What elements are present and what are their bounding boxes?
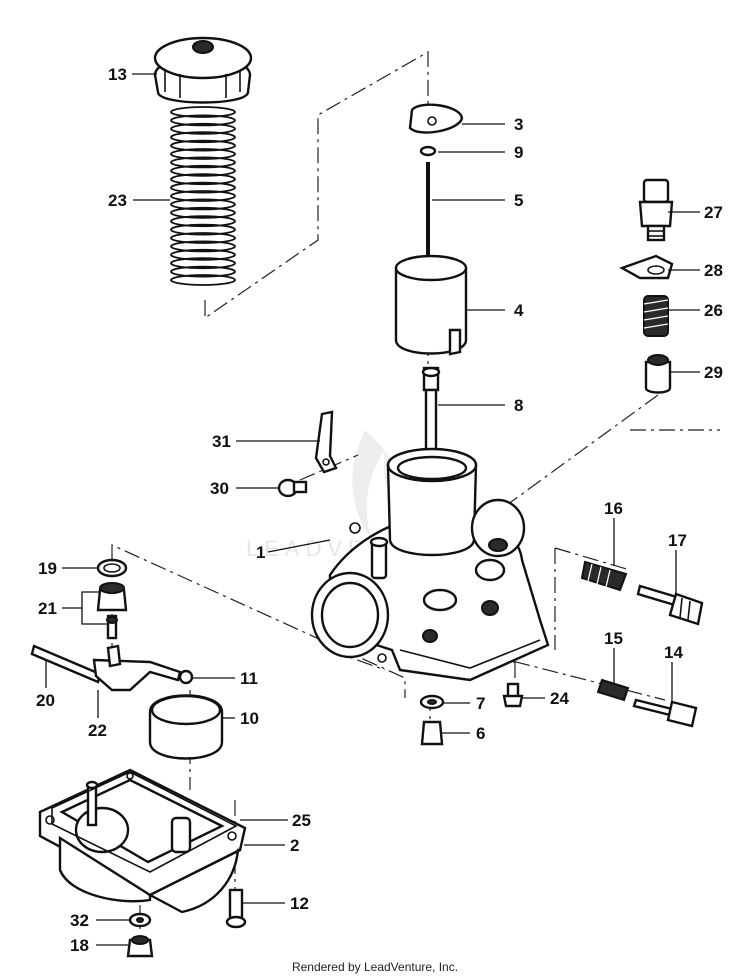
spring-coil	[170, 206, 236, 219]
callout-16: 16	[604, 499, 623, 518]
callout-32: 32	[70, 911, 89, 930]
part-2-float-bowl	[38, 768, 247, 914]
callout-labels: 13 23 3 9 5 4 27 28 26 29 8 31 30 1 16 1…	[36, 65, 723, 955]
callout-29: 29	[704, 363, 723, 382]
callout-6: 6	[476, 724, 485, 743]
callout-10: 10	[240, 709, 259, 728]
spring-coil	[170, 248, 236, 261]
part-23-spring	[170, 106, 236, 286]
part-27-air-screw	[638, 178, 674, 242]
spring-coil	[170, 148, 236, 160]
part-21-needle-valve	[96, 582, 128, 640]
callout-9: 9	[514, 143, 523, 162]
callout-31: 31	[212, 432, 231, 451]
part-32-drain-washer	[128, 912, 152, 928]
callout-3: 3	[514, 115, 523, 134]
part-9-needle-clip	[419, 145, 437, 157]
part-25-gasket	[51, 771, 238, 873]
callout-18: 18	[70, 936, 89, 955]
callout-19: 19	[38, 559, 57, 578]
spring-coil	[170, 156, 236, 169]
callout-12: 12	[290, 894, 309, 913]
part-16-spring	[580, 560, 628, 592]
part-30-screw	[277, 478, 308, 498]
part-28-washer-plate	[619, 254, 674, 280]
footer-credit: Rendered by LeadVenture, Inc.	[292, 960, 458, 974]
callout-26: 26	[704, 301, 723, 320]
part-4-throttle-slide	[394, 254, 468, 356]
spring-coil	[170, 173, 236, 186]
part-26-spring	[643, 295, 669, 337]
spring-coil	[170, 122, 236, 135]
callout-14: 14	[664, 643, 683, 662]
callout-2: 2	[290, 836, 299, 855]
part-18-drain-plug	[126, 935, 154, 958]
spring-coil	[170, 106, 236, 118]
part-31-cable-bracket	[314, 410, 338, 474]
callout-5: 5	[514, 191, 523, 210]
spring-coil	[170, 215, 236, 228]
part-22-float-arm	[92, 644, 182, 692]
part-29-plunger	[644, 354, 672, 394]
spring-coil	[170, 240, 236, 253]
part-10-float	[148, 694, 224, 760]
callout-15: 15	[604, 629, 623, 648]
callout-17: 17	[668, 531, 687, 550]
part-11-float-pin-small	[178, 669, 194, 685]
callout-22: 22	[88, 721, 107, 740]
spring-coil	[170, 190, 236, 202]
callout-leaders	[45, 73, 700, 946]
part-24-pilot-jet	[502, 682, 524, 708]
callout-27: 27	[704, 203, 723, 222]
part-8-needle-jet	[421, 366, 441, 458]
part-7-washer	[419, 694, 445, 710]
callout-20: 20	[36, 691, 55, 710]
spring-coil	[170, 181, 236, 194]
part-15-spring	[596, 678, 630, 702]
callout-13: 13	[108, 65, 127, 84]
part-17-idle-screw	[636, 584, 704, 626]
callout-30: 30	[210, 479, 229, 498]
callout-24: 24	[550, 689, 569, 708]
part-3-retainer-plate	[408, 103, 464, 134]
callout-23: 23	[108, 191, 127, 210]
callout-4: 4	[514, 301, 524, 320]
part-1-carburetor-body	[310, 447, 550, 682]
spring-coil	[170, 274, 236, 286]
spring-coil	[170, 114, 236, 127]
part-14-pilot-screw	[632, 698, 698, 728]
callout-25: 25	[292, 811, 311, 830]
callout-11: 11	[240, 669, 258, 688]
part-19-o-ring	[96, 558, 128, 578]
spring-coil	[170, 139, 236, 152]
callout-8: 8	[514, 396, 523, 415]
spring-coil	[170, 265, 236, 278]
spring-coil	[170, 131, 236, 144]
callout-7: 7	[476, 694, 485, 713]
part-20-float-pin	[30, 644, 102, 684]
spring-coil	[170, 232, 236, 244]
spring-coil	[170, 257, 236, 270]
spring-coil	[170, 164, 236, 177]
spring-coil	[170, 198, 236, 211]
part-6-main-jet	[420, 720, 444, 746]
callout-28: 28	[704, 261, 723, 280]
spring-coil	[170, 223, 236, 236]
part-13-top-cap	[153, 36, 253, 104]
callout-1: 1	[256, 543, 265, 562]
part-12-bowl-screw	[225, 888, 247, 929]
callout-21: 21	[38, 599, 57, 618]
